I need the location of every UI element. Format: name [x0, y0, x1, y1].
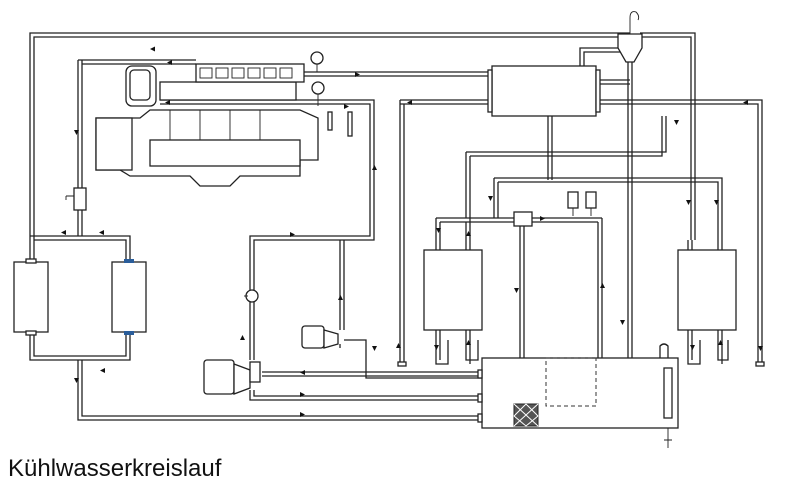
engine — [95, 63, 319, 187]
pressure-gauge-1 — [310, 51, 324, 72]
sensor-probes — [327, 111, 353, 137]
three-way-valve — [513, 211, 533, 227]
cooling-water-circuit-diagram — [13, 11, 765, 448]
radiator-left — [13, 258, 49, 336]
radiator-right — [111, 259, 147, 335]
inline-valve — [244, 289, 259, 303]
pipe-network — [29, 32, 763, 421]
tank-right — [677, 249, 737, 331]
sensor-pair — [567, 191, 597, 216]
thermostat — [65, 187, 87, 211]
diagram-caption: Kühlwasserkreislauf — [8, 455, 222, 482]
pump-small — [301, 325, 339, 349]
reservoir — [477, 357, 679, 448]
flow-arrows — [61, 46, 763, 417]
separator — [617, 11, 643, 63]
pump-main — [203, 359, 261, 395]
tank-center-left — [423, 249, 483, 331]
heat-exchanger-top — [487, 65, 601, 117]
pipe-end-caps — [397, 361, 765, 367]
pressure-gauge-2 — [311, 81, 325, 106]
